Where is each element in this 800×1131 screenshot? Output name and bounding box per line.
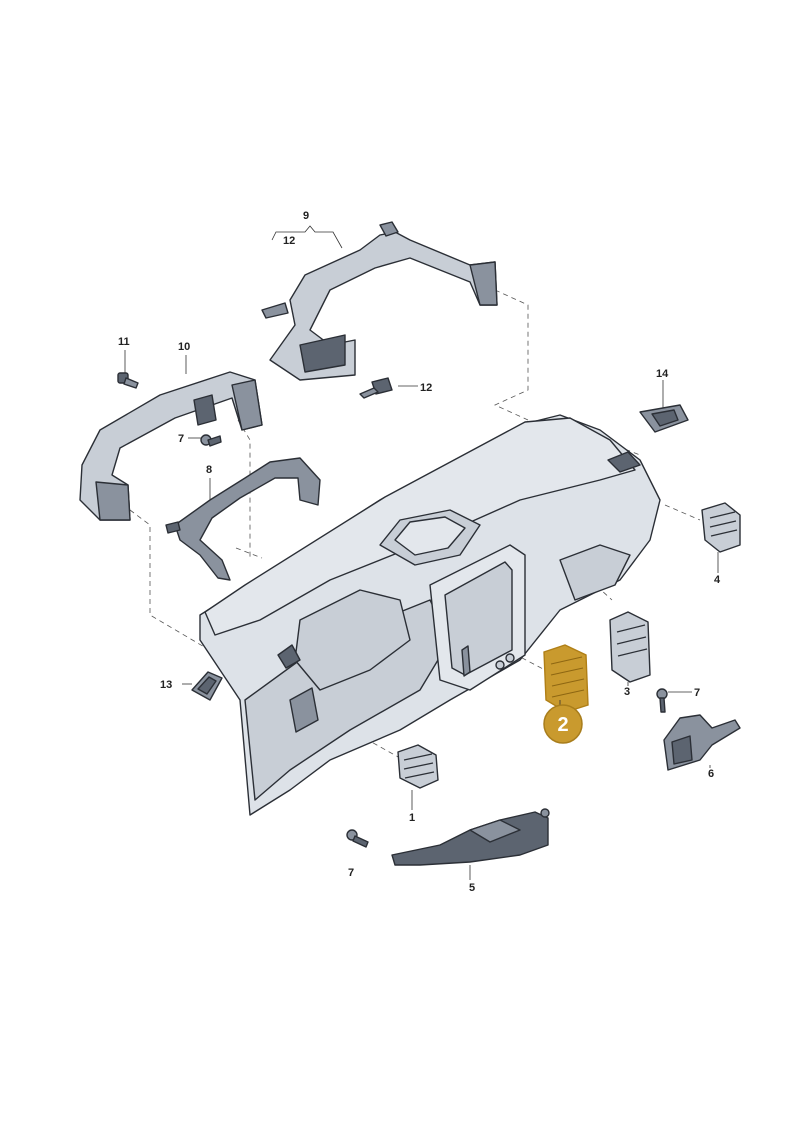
callout-5: 5 (469, 882, 475, 894)
callout-12-top: 12 (283, 235, 295, 247)
side-vent-part-14 (639, 404, 689, 433)
callout-7-lower: 7 (348, 867, 354, 879)
callout-10: 10 (178, 341, 190, 353)
callout-11: 11 (118, 336, 130, 348)
callout-3: 3 (624, 686, 630, 698)
callout-labels: 9 12 12 11 10 7 8 14 4 3 7 6 13 1 7 5 (118, 210, 721, 894)
center-right-vent-part-3 (609, 611, 651, 683)
support-bracket (165, 457, 321, 581)
left-air-duct (79, 371, 263, 521)
callout-13: 13 (160, 679, 172, 691)
screw-part-11 (117, 372, 139, 389)
upper-air-duct (261, 221, 498, 381)
right-vent-part-4 (701, 502, 741, 553)
small-vent-part-13 (191, 671, 223, 701)
highlight-badge-part-2: 2 (543, 704, 583, 744)
lower-duct-part-5 (391, 808, 550, 866)
callout-14: 14 (656, 368, 669, 380)
clip-part-12 (359, 377, 393, 399)
screw-part-7-lower (346, 829, 369, 848)
callout-9: 9 (303, 210, 309, 222)
badge-number: 2 (557, 714, 568, 736)
callout-6: 6 (708, 768, 714, 780)
callout-12-clip: 12 (420, 382, 432, 394)
callout-1: 1 (409, 812, 415, 824)
badge-circle (543, 704, 583, 744)
callout-7-upper: 7 (178, 433, 184, 445)
screw-part-7-upper (200, 434, 222, 447)
callout-4: 4 (714, 574, 721, 586)
leader-lines (124, 225, 719, 880)
highlighted-vent-part-2 (543, 644, 589, 713)
callout-8: 8 (206, 464, 212, 476)
screw-part-7-right (656, 688, 668, 713)
center-display-frame (429, 544, 526, 691)
dashboard-main-body (199, 414, 661, 816)
lower-right-duct-part-6 (663, 714, 741, 771)
lower-vent-part-1 (397, 744, 439, 789)
callout-7-right: 7 (694, 687, 700, 699)
